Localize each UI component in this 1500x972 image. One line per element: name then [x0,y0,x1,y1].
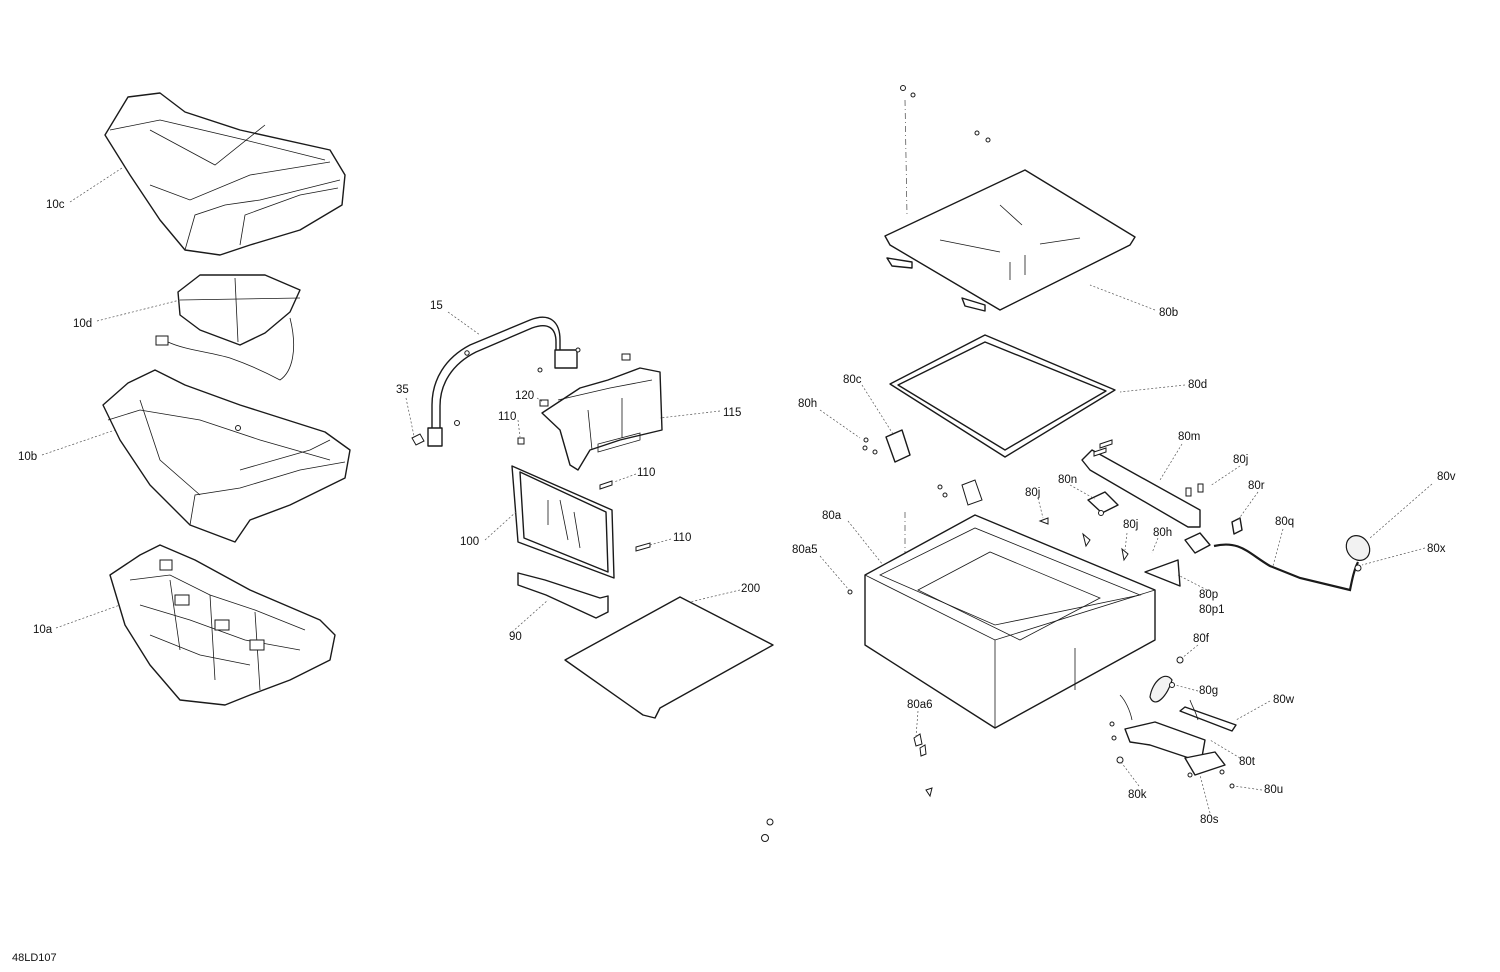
drawing-code: 48LD107 [12,952,57,964]
callout-35: 35 [396,384,409,396]
callout-110-middle: 110 [637,467,655,479]
callout-80j-left: 80j [1025,487,1040,499]
callout-110-lower: 110 [673,532,691,544]
callout-80t: 80t [1239,756,1256,768]
part-latch [862,429,911,463]
callout-80d: 80d [1188,379,1207,391]
part-storage-box [847,514,1156,729]
callout-80p: 80p [1199,589,1218,601]
callout-200: 200 [741,583,760,595]
part-heating-pad [155,274,301,381]
callout-80s: 80s [1200,814,1219,826]
part-hinge-bar [1081,439,1204,528]
part-backrest-support [539,353,663,471]
callout-10a: 10a [33,624,53,636]
part-floor-mat [564,596,774,719]
part-release-cable [1213,517,1359,592]
callout-80b: 80b [1159,307,1178,319]
callout-10d: 10d [73,318,92,330]
callout-115: 115 [723,407,741,419]
callout-labels: 10c 10d 10b 10a 15 35 120 115 110 110 11… [18,199,1456,826]
callout-80j-right: 80j [1233,454,1248,466]
callout-80j-center: 80j [1123,519,1138,531]
leader-lines [41,167,1433,814]
part-strap [1149,656,1184,703]
callout-80m: 80m [1178,431,1200,443]
part-box-seal [889,334,1116,458]
part-mount-bracket [1109,694,1235,789]
callout-80g: 80g [1199,685,1218,697]
callout-80n: 80n [1058,474,1077,486]
callout-110-upper: 110 [498,411,516,423]
callout-80u: 80u [1264,784,1283,796]
callout-90: 90 [509,631,522,643]
part-hinge [1087,491,1119,516]
callout-120: 120 [515,390,534,402]
callout-80q: 80q [1275,516,1294,528]
part-hinge-lower [1144,532,1211,587]
callout-100: 100 [460,536,479,548]
callout-10b: 10b [18,451,37,463]
part-seat-cover [104,92,346,256]
part-mount-bar [1179,706,1237,732]
callout-80v: 80v [1437,471,1456,483]
part-lower-bracket [517,572,609,619]
part-grab-handle [427,316,581,447]
callout-80h-lower: 80h [1153,527,1172,539]
callout-80r: 80r [1248,480,1265,492]
callout-80a5: 80a5 [792,544,818,556]
callout-80c: 80c [843,374,862,386]
callout-80h-upper: 80h [798,398,817,410]
callout-80k: 80k [1128,789,1147,801]
callout-80w: 80w [1273,694,1295,706]
callout-15: 15 [430,300,443,312]
part-storage-frame [511,437,651,579]
part-release-knob [1345,535,1371,572]
callout-80p1: 80p1 [1199,604,1225,616]
callout-80x: 80x [1427,543,1446,555]
callout-10c: 10c [46,199,65,211]
callout-80a6: 80a6 [907,699,933,711]
part-seat-foam [102,369,351,543]
callout-80f: 80f [1193,633,1210,645]
part-box-lid [884,169,1136,312]
part-seat-base [109,544,336,706]
fastener-35 [411,433,425,446]
callout-80a: 80a [822,510,842,522]
